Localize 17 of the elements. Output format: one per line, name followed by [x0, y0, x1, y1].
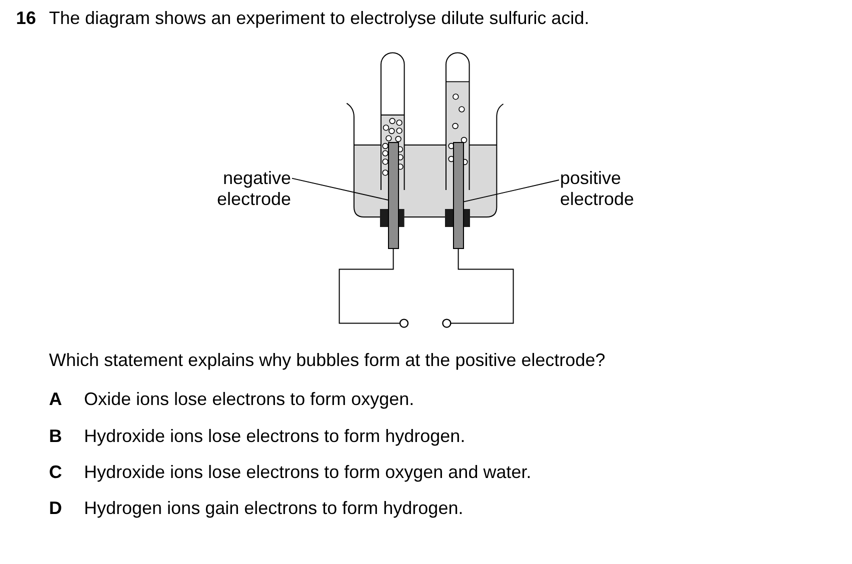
- intro-text: The diagram shows an experiment to electrolyse dilute sulfuric acid.: [49, 8, 590, 28]
- question-number: 16: [16, 8, 36, 28]
- option-letter: A: [49, 389, 62, 410]
- electrode: [388, 142, 399, 249]
- question-text: Which statement explains why bubbles form at the positive electrode?: [49, 350, 606, 370]
- option-text: Hydroxide ions lose electrons to form oxygen and water.: [84, 462, 532, 483]
- option-text: Hydrogen ions gain electrons to form hydrogen.: [84, 498, 464, 519]
- option-letter: D: [49, 498, 62, 519]
- leader-line: [464, 180, 560, 202]
- callout-label: positive electrode: [560, 168, 634, 210]
- callout-label: negative electrode: [216, 168, 291, 210]
- leader-line: [292, 178, 388, 200]
- option-text: Oxide ions lose electrons to form oxygen.: [84, 389, 414, 410]
- option-text: Hydroxide ions lose electrons to form hydrogen.: [84, 426, 466, 446]
- electrode: [453, 142, 464, 249]
- option-letter: B: [49, 426, 62, 446]
- option-letter: C: [49, 462, 62, 483]
